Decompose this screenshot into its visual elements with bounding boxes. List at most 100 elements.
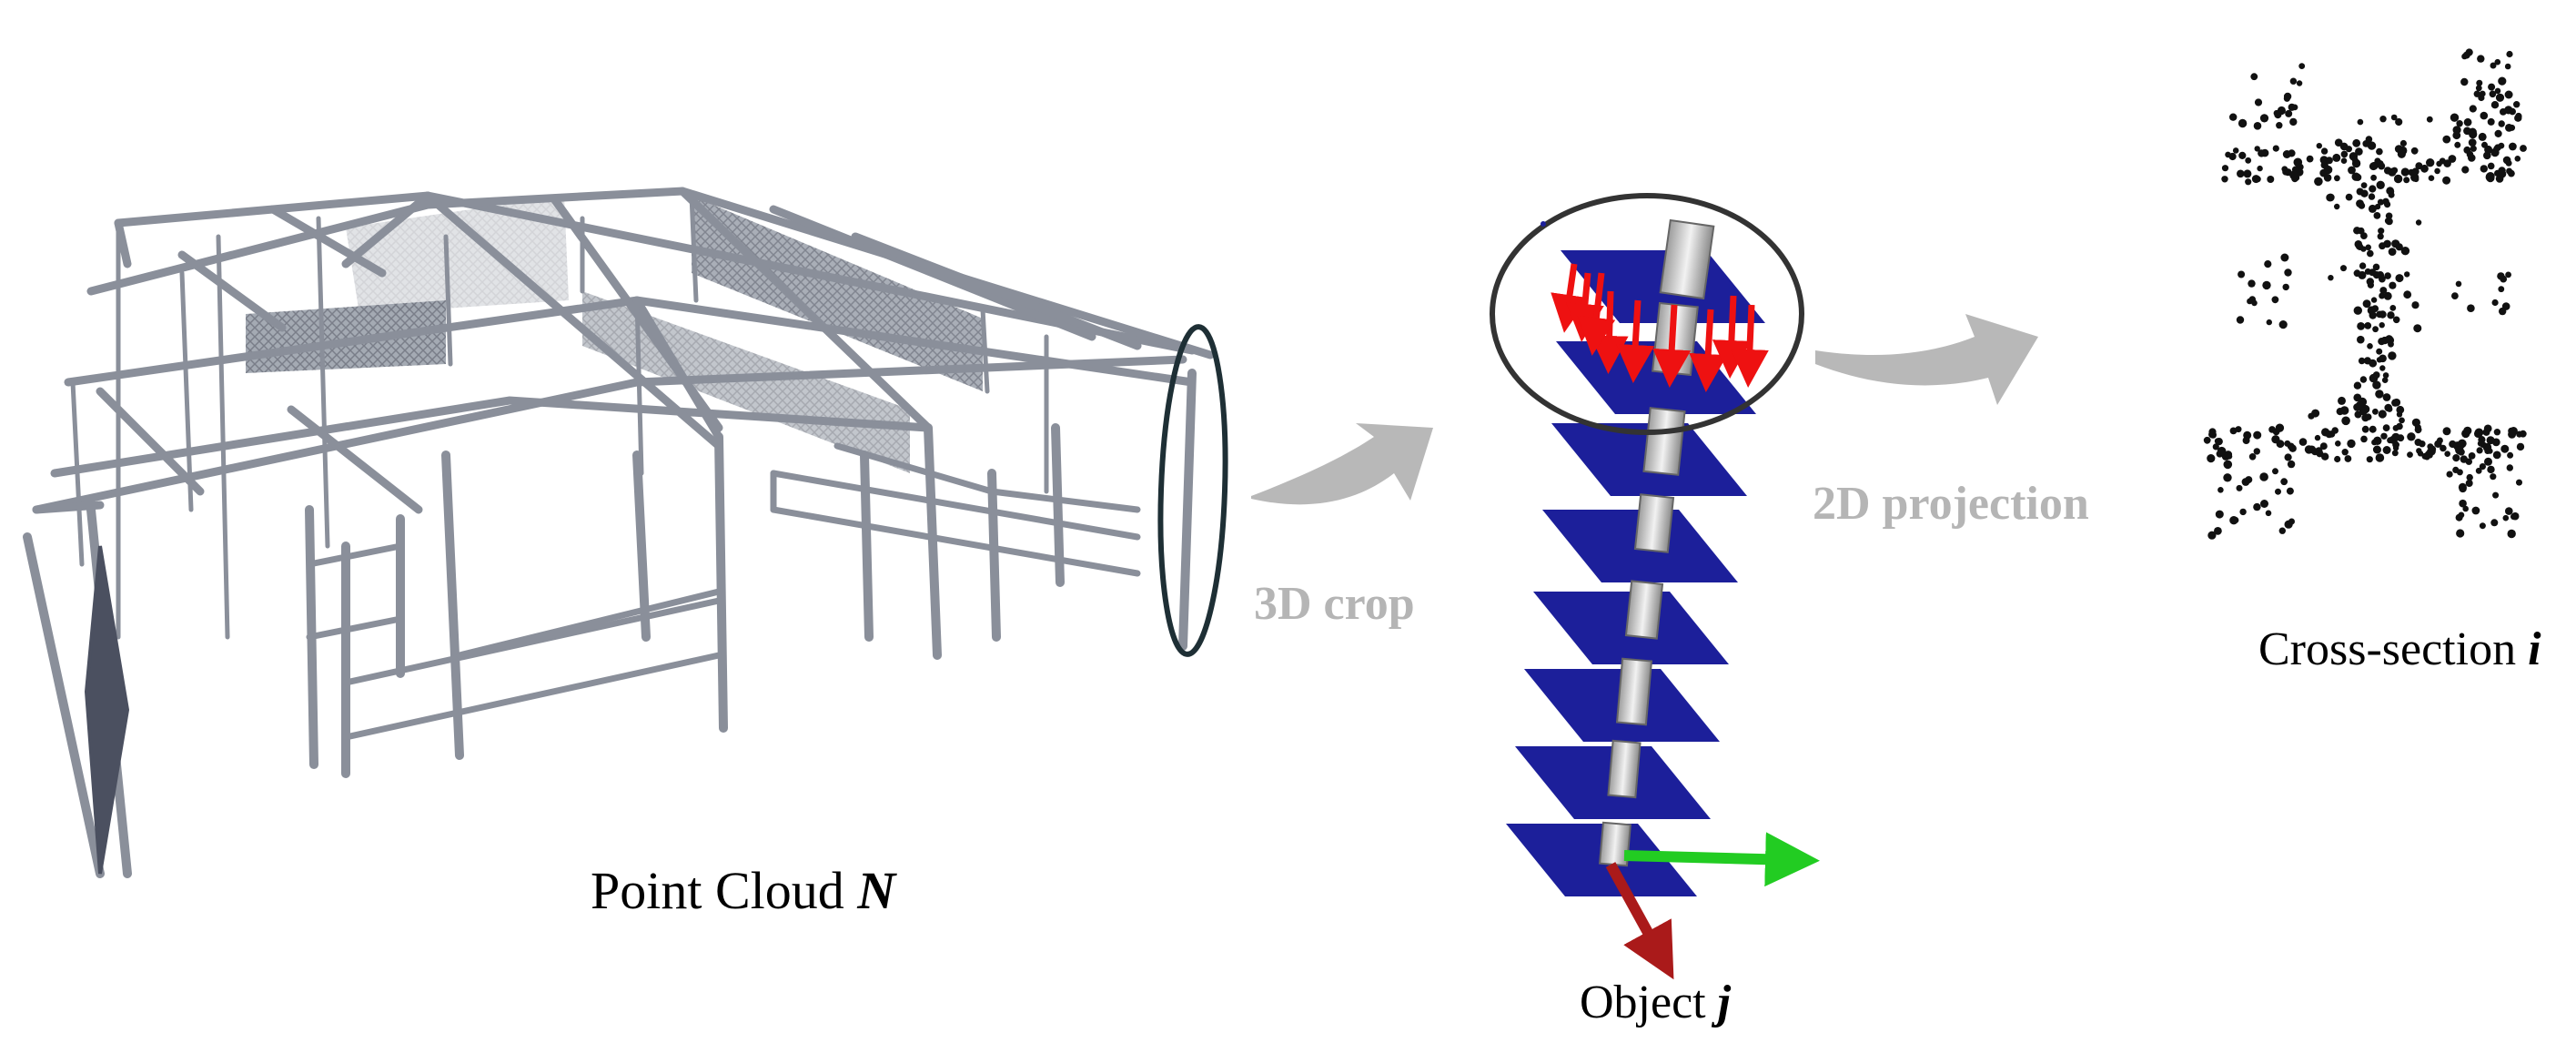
cross-section-points <box>2203 48 2527 540</box>
section-point <box>2320 147 2329 155</box>
section-point <box>2502 514 2510 521</box>
section-point <box>2335 440 2341 447</box>
section-point <box>2390 114 2398 121</box>
section-point <box>2519 430 2527 438</box>
section-point <box>2399 139 2407 147</box>
mesh-wall-far <box>346 196 569 314</box>
section-point <box>2448 155 2457 163</box>
section-point <box>2426 158 2435 167</box>
section-point <box>2369 185 2377 193</box>
section-point <box>2479 462 2486 471</box>
section-point <box>2379 242 2386 250</box>
section-point <box>2339 406 2349 415</box>
section-point <box>2415 219 2422 226</box>
section-point <box>2410 173 2419 182</box>
section-point <box>2382 424 2390 431</box>
section-point <box>2221 176 2228 183</box>
section-point <box>2340 150 2349 158</box>
section-point <box>2357 322 2366 330</box>
object-label: Object j <box>1580 977 1732 1028</box>
section-point <box>2370 174 2378 181</box>
section-point <box>2238 151 2247 159</box>
selection-ellipse <box>1157 324 1228 657</box>
section-point <box>2284 453 2292 461</box>
section-point <box>2369 268 2377 277</box>
section-point <box>2265 510 2272 517</box>
section-point <box>2481 141 2488 148</box>
section-point <box>2379 365 2386 371</box>
section-point <box>2366 456 2373 463</box>
section-point <box>2463 426 2472 435</box>
section-point <box>2203 436 2211 444</box>
section-point <box>2360 246 2367 252</box>
section-point <box>2306 155 2314 163</box>
section-point <box>2248 453 2257 461</box>
highlight-circle <box>1490 193 1804 435</box>
section-point <box>2376 147 2383 156</box>
section-point <box>2375 447 2381 454</box>
section-point <box>2404 271 2410 278</box>
section-point <box>2314 177 2323 187</box>
section-point <box>2282 168 2289 176</box>
section-point <box>2377 198 2384 206</box>
section-point <box>2272 468 2278 475</box>
section-point <box>2385 218 2393 226</box>
section-point <box>2466 473 2473 481</box>
section-point <box>2393 174 2403 184</box>
projection-arrows <box>1551 263 1769 392</box>
section-point <box>2347 439 2356 449</box>
section-point <box>2416 448 2422 454</box>
section-point <box>2395 274 2404 283</box>
down-arrow <box>1616 299 1655 383</box>
section-point <box>2311 448 2319 456</box>
section-point <box>2461 166 2470 174</box>
section-point <box>2509 107 2516 116</box>
section-point <box>2372 263 2380 271</box>
section-point <box>2276 440 2285 449</box>
section-point <box>2243 169 2252 178</box>
section-point <box>2311 409 2320 418</box>
section-point <box>2368 204 2377 213</box>
section-point <box>2254 98 2263 106</box>
section-point <box>2411 301 2419 309</box>
section-point <box>2359 376 2368 383</box>
section-point <box>2245 178 2252 186</box>
section-point <box>2229 113 2238 121</box>
section-point <box>2376 180 2385 189</box>
column-segment <box>1624 580 1664 640</box>
section-point <box>2388 351 2397 360</box>
section-point <box>2480 165 2488 173</box>
section-point <box>2362 299 2371 309</box>
section-point <box>2383 291 2392 300</box>
section-point <box>2296 80 2303 86</box>
section-point <box>2379 322 2385 329</box>
section-point <box>2396 422 2403 430</box>
section-point <box>2356 187 2364 196</box>
section-point <box>2285 109 2293 117</box>
section-point <box>2372 380 2381 390</box>
section-point <box>2411 167 2419 176</box>
section-point <box>2340 265 2347 272</box>
section-point <box>2392 398 2401 407</box>
section-point <box>2340 157 2348 164</box>
section-point <box>2352 138 2361 147</box>
section-point <box>2375 453 2385 462</box>
section-point <box>2371 439 2378 446</box>
section-point <box>2298 63 2306 69</box>
column-segment <box>1633 493 1675 553</box>
section-point <box>2223 473 2232 482</box>
section-point <box>2258 149 2266 157</box>
section-point <box>2420 164 2429 173</box>
section-point <box>2392 316 2400 324</box>
section-point <box>2280 253 2289 262</box>
section-point <box>2276 122 2283 129</box>
section-point <box>2298 438 2308 446</box>
section-point <box>2341 416 2350 426</box>
section-point <box>2214 527 2222 535</box>
section-point <box>2369 162 2378 171</box>
section-point <box>2462 51 2470 59</box>
section-point <box>2328 275 2334 281</box>
down-arrow <box>1565 272 1604 342</box>
section-point <box>2356 199 2364 208</box>
